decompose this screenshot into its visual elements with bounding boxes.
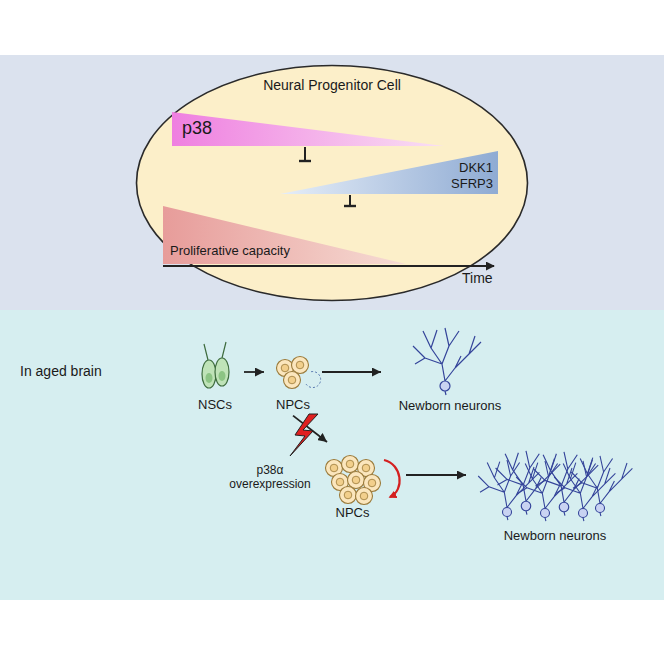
npc-cluster (326, 456, 381, 505)
nsc-cells (202, 342, 229, 388)
node-text: p38 (182, 118, 212, 140)
gradient-wedge (163, 206, 406, 264)
npc-group: NPCs (268, 347, 318, 413)
panel-label: In aged brain (20, 363, 102, 380)
axis-label: Time (462, 270, 493, 287)
npc-cells (277, 357, 321, 389)
node-text: NPCs (276, 397, 310, 413)
p38-wedge: p38 (172, 112, 444, 146)
cell-outline (137, 66, 528, 301)
gradient-wedge (172, 112, 444, 146)
top-panel (0, 55, 664, 310)
neuron-group: Newborn neurons (385, 320, 515, 414)
node-text: Newborn neurons (399, 398, 502, 414)
arrow-connector (322, 371, 381, 373)
bottom-panel (0, 310, 664, 600)
gradient-wedge (280, 151, 498, 194)
edge-label: p38α overexpression (220, 462, 320, 493)
node-text: NPCs (336, 505, 370, 521)
arrow-connector (244, 371, 264, 373)
newborn-neuron (413, 328, 481, 395)
node-text: NSCs (198, 397, 232, 413)
inhibition-connector (304, 147, 306, 161)
node-text: DKK1 SFRP3 (439, 160, 493, 191)
dkk1-wedge: DKK1 SFRP3 (280, 151, 498, 194)
proliferation-wedge: Proliferative capacity (163, 206, 406, 264)
self-renewal-arrow (384, 460, 400, 497)
newborn-neuron-cluster (478, 451, 632, 521)
lightning-block (290, 414, 318, 456)
inhibition-connector (349, 195, 351, 206)
node-text: Neural Progenitor Cell (263, 77, 401, 94)
npc-cluster-group: NPCs (315, 445, 390, 521)
neuron-cluster-group: Newborn neurons (470, 428, 640, 544)
arrow-connector (406, 474, 466, 476)
nsc-group: NSCs (190, 347, 240, 413)
node-text: Proliferative capacity (170, 243, 290, 259)
node-shape (172, 112, 444, 146)
time-axis (163, 265, 494, 267)
node-text: Newborn neurons (504, 528, 607, 544)
